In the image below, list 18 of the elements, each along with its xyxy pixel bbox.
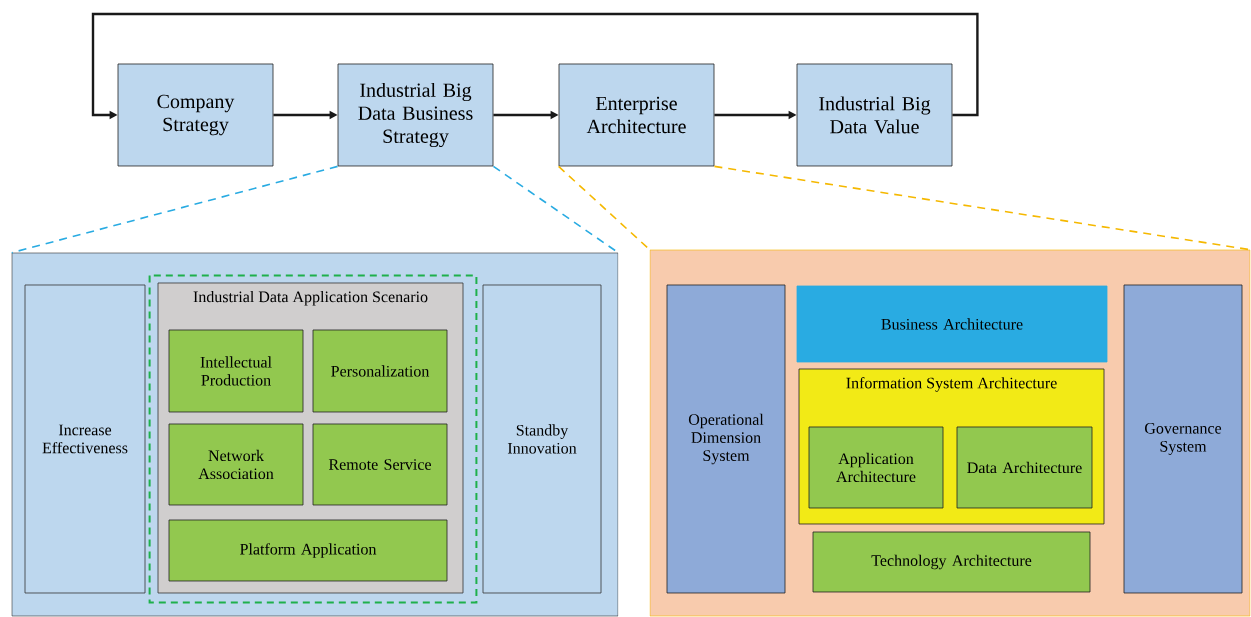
process-box: Industrial Big Data Value bbox=[796, 63, 953, 167]
zoom-line bbox=[10, 165, 339, 254]
category-box: Standby Innovation bbox=[482, 284, 602, 594]
category-box: Platform Application bbox=[168, 519, 448, 582]
category-box: Network Association bbox=[168, 423, 304, 506]
category-box: Increase Effectiveness bbox=[24, 284, 146, 594]
category-box: Governance System bbox=[1123, 284, 1243, 594]
category-box: Personalization bbox=[312, 329, 448, 413]
category-box: Data Architecture bbox=[956, 426, 1093, 509]
process-box: Industrial Big Data Business Strategy bbox=[337, 63, 494, 167]
category-box: Operational Dimension System bbox=[666, 284, 786, 594]
category-box: Business Architecture bbox=[796, 285, 1108, 363]
category-box: Application Architecture bbox=[808, 426, 944, 509]
category-box: Intellectual Production bbox=[168, 329, 304, 413]
category-box: Remote Service bbox=[312, 423, 448, 506]
category-box: Technology Architecture bbox=[812, 531, 1091, 593]
process-box: Enterprise Architecture bbox=[558, 63, 715, 167]
process-box: Company Strategy bbox=[117, 63, 274, 167]
